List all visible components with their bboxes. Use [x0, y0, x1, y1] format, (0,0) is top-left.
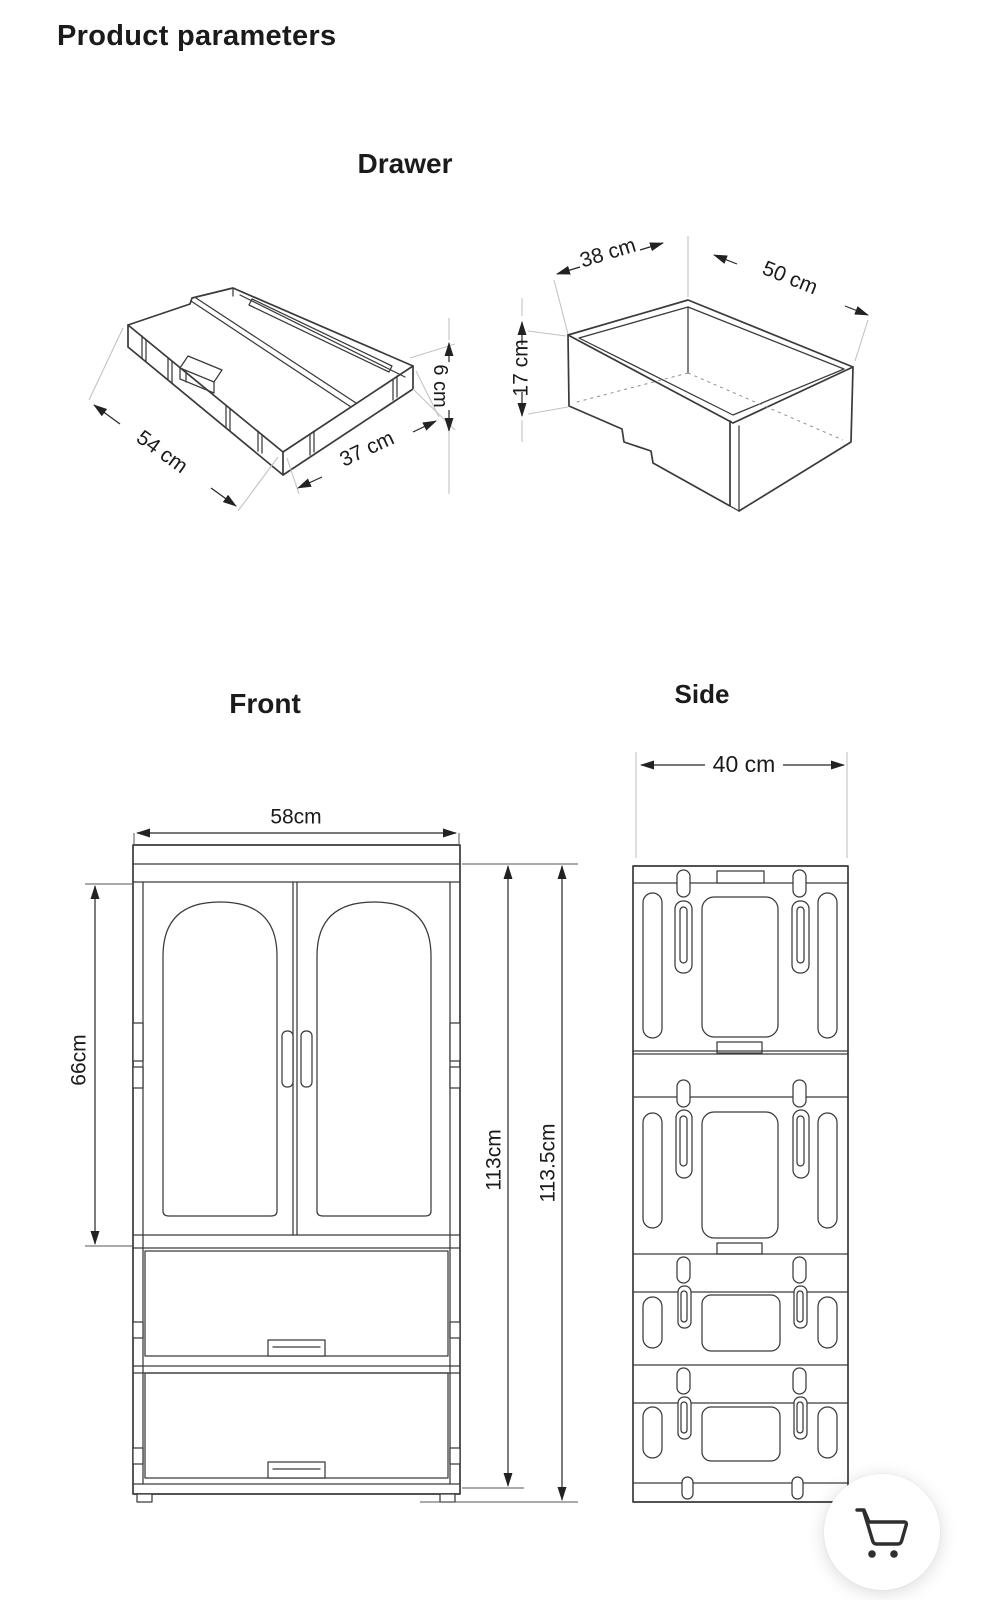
page-title: Product parameters — [57, 20, 337, 52]
front-dim-66: 66cm — [68, 883, 133, 1247]
box-dim-17: 17 cm — [510, 298, 569, 442]
drawer-handle-2 — [267, 1461, 326, 1479]
front-total-height-label: 113.5cm — [537, 1124, 560, 1203]
drawer-section-heading: Drawer — [357, 148, 453, 179]
door-handle-left — [281, 1030, 294, 1088]
front-dim-113: 113cm — [462, 863, 578, 1489]
front-width-label: 58cm — [270, 806, 321, 829]
drawer-lid-diagram: 54 cm 37 cm 6 cm — [88, 287, 456, 512]
lid-height-label: 6 cm — [429, 364, 451, 407]
box-height-label: 17 cm — [510, 339, 533, 396]
front-body-height-label: 113cm — [483, 1129, 506, 1190]
side-view-heading: Side — [674, 679, 730, 709]
box-depth-label: 50 cm — [759, 257, 821, 300]
lid-dim-37: 37 cm — [286, 370, 440, 495]
side-unit-3 — [632, 1256, 849, 1366]
side-depth-label: 40 cm — [713, 751, 776, 777]
side-view-svg: 40 cm — [632, 751, 849, 1503]
side-unit-2 — [632, 1079, 849, 1255]
front-view-heading: Front — [229, 688, 301, 719]
box-width-label: 38 cm — [577, 234, 638, 273]
door-handle-right — [300, 1030, 313, 1088]
lid-dim-6: 6 cm — [409, 318, 456, 494]
side-unit-1 — [632, 869, 849, 1055]
side-panel-drawing — [632, 865, 849, 1503]
box-dim-50: 50 cm — [713, 254, 869, 362]
front-drawer-1 — [144, 1250, 449, 1357]
side-dim-40: 40 cm — [635, 751, 848, 858]
drawer-box-diagram: 38 cm 50 cm 17 cm — [510, 234, 869, 512]
add-to-cart-button[interactable] — [824, 1474, 940, 1590]
front-doors — [132, 881, 461, 1249]
drawer-diagrams-svg: 54 cm 37 cm 6 cm — [88, 234, 869, 512]
front-drawer-2 — [144, 1372, 449, 1479]
drawer-handle-1 — [267, 1339, 326, 1357]
front-dim-58: 58cm — [133, 806, 460, 845]
lid-length-label: 54 cm — [132, 426, 192, 478]
front-dim-113-5: 113.5cm — [420, 865, 578, 1503]
front-door-height-label: 66cm — [68, 1034, 91, 1085]
front-cabinet-drawing — [132, 844, 461, 1503]
side-unit-4 — [632, 1367, 849, 1500]
front-view-svg: 58cm 66cm 113cm 113.5cm — [68, 806, 578, 1503]
lid-dim-54: 54 cm — [88, 327, 279, 512]
shopping-cart-icon — [855, 1508, 909, 1558]
